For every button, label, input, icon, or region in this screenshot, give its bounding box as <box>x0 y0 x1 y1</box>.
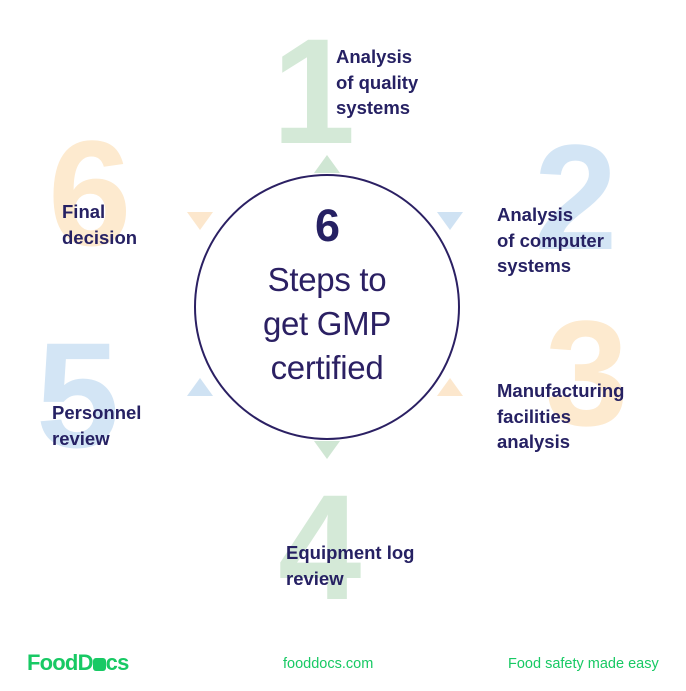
step-3-label: Manufacturing facilities analysis <box>497 380 625 453</box>
step-2-numeral: 2 <box>534 113 617 281</box>
triangle-upper-right-icon <box>437 212 463 230</box>
triangle-bottom-icon <box>314 441 340 459</box>
step-1-label: Analysis of quality systems <box>336 46 419 119</box>
logo-text-food: Food <box>27 650 78 675</box>
step-4-label: Equipment log review <box>286 542 415 589</box>
step-5-numeral: 5 <box>36 311 119 479</box>
logo-text-cs: cs <box>105 650 130 675</box>
triangle-lower-left-icon <box>187 378 213 396</box>
logo-square-icon <box>92 657 106 671</box>
triangle-lower-right-icon <box>437 378 463 396</box>
step-3-numeral: 3 <box>545 289 628 457</box>
step-5-label: Personnel review <box>52 402 142 449</box>
step-6-label: Final decision <box>62 201 138 248</box>
step-1-numeral: 1 <box>272 7 355 175</box>
step-2-label: Analysis of computer systems <box>497 204 604 277</box>
triangle-upper-left-icon <box>187 212 213 230</box>
step-4-numeral: 4 <box>278 463 361 631</box>
center-circle: 6 Steps to get GMP certified <box>194 174 460 440</box>
triangle-top-icon <box>314 155 340 173</box>
footer-website-url[interactable]: fooddocs.com <box>283 656 374 672</box>
logo-text-d: D <box>77 650 94 675</box>
center-step-count: 6 <box>314 200 340 251</box>
center-headline: Steps to get GMP certified <box>262 261 392 386</box>
footer-tagline: Food safety made easy <box>508 656 659 672</box>
step-6-numeral: 6 <box>48 109 131 277</box>
